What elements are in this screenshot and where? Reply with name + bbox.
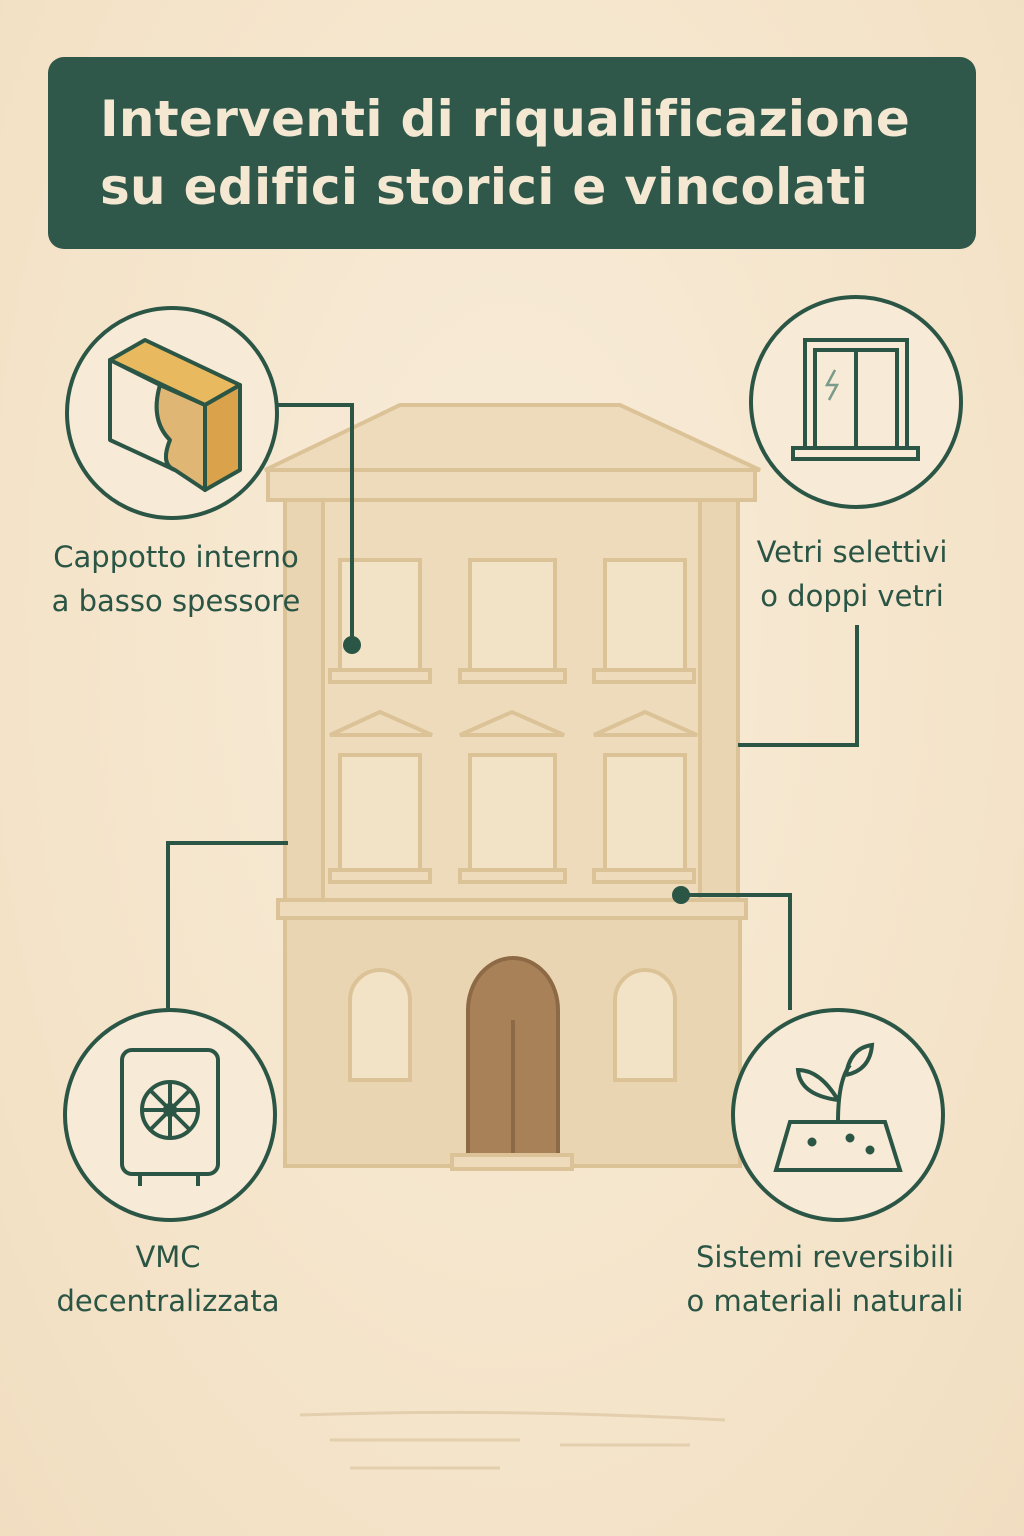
title-line-1: Interventi di riqualificazione xyxy=(100,90,911,148)
window-icon xyxy=(791,338,920,461)
label-line: o doppi vetri xyxy=(760,579,944,613)
page-title: Interventi di riqualificazione su edific… xyxy=(100,85,976,221)
label-selective-glass: Vetri selettivi o doppi vetri xyxy=(700,530,1004,618)
label-line: Vetri selettivi xyxy=(756,535,948,569)
label-line: a basso spessore xyxy=(51,584,301,618)
label-line: o materiali naturali xyxy=(686,1284,964,1318)
connector-dot xyxy=(343,636,361,654)
connector-dot xyxy=(672,886,690,904)
ventilation-unit-icon xyxy=(120,1048,220,1186)
label-line: Sistemi reversibili xyxy=(695,1240,955,1274)
ground-lines xyxy=(299,1410,726,1470)
label-internal-insulation: Cappotto interno a basso spessore xyxy=(26,535,326,623)
connector-lines xyxy=(166,403,859,1010)
plant-sprout-icon xyxy=(773,1042,903,1172)
insulation-panel-icon xyxy=(108,338,242,492)
label-line: decentralizzata xyxy=(56,1284,280,1318)
label-reversible-systems: Sistemi reversibili o materiali naturali xyxy=(660,1235,990,1323)
historic-building-illustration xyxy=(264,403,761,1171)
title-banner: Interventi di riqualificazione su edific… xyxy=(48,57,976,249)
label-vmc: VMC decentralizzata xyxy=(18,1235,318,1323)
label-line: Cappotto interno xyxy=(53,540,299,574)
label-line: VMC xyxy=(135,1240,201,1274)
title-line-2: su edifici storici e vincolati xyxy=(100,158,869,216)
